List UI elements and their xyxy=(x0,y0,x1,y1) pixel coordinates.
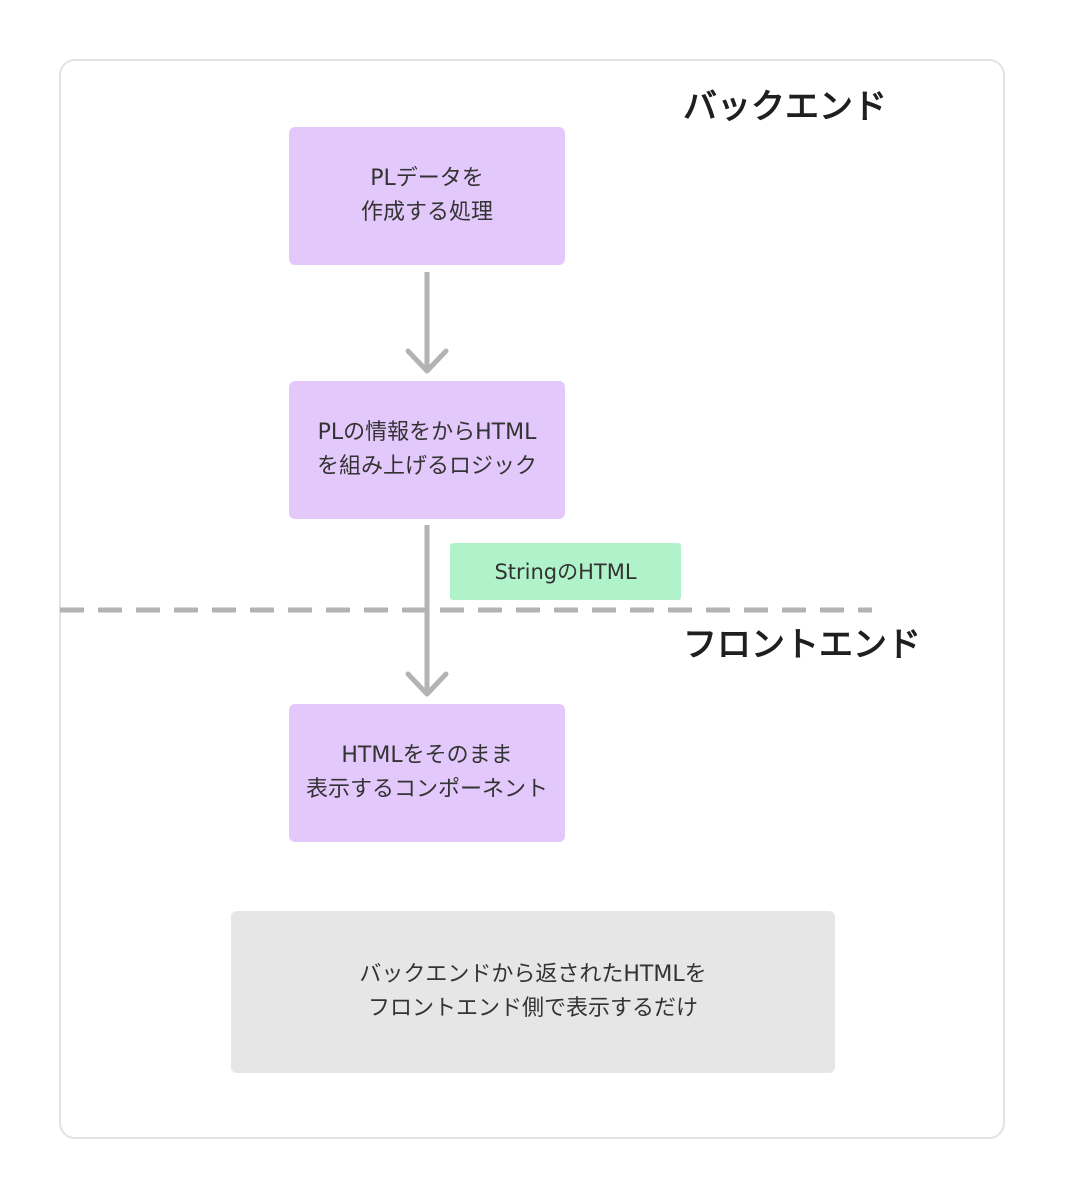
create-pl-data-label: PLデータを 作成する処理 xyxy=(360,166,493,225)
render-component-label: HTMLをそのまま 表示するコンポーネント xyxy=(305,743,548,802)
build-html-logic-box: PLの情報をからHTML を組み上げるロジック xyxy=(289,381,565,519)
arrow-create-to-build xyxy=(405,272,449,374)
build-html-logic-label: PLの情報をからHTML を組み上げるロジック xyxy=(316,420,537,479)
backend-section-label: バックエンド xyxy=(683,87,887,127)
summary-note-text: バックエンドから返されたHTMLを フロントエンド側で表示するだけ xyxy=(359,962,707,1021)
summary-note-box: バックエンドから返されたHTMLを フロントエンド側で表示するだけ xyxy=(231,911,835,1073)
create-pl-data-box: PLデータを 作成する処理 xyxy=(289,127,565,265)
arrow-build-to-render xyxy=(405,525,449,697)
string-html-label-box: StringのHTML xyxy=(450,543,681,600)
string-html-label: StringのHTML xyxy=(494,559,637,584)
render-component-box: HTMLをそのまま 表示するコンポーネント xyxy=(289,704,565,842)
frontend-section-label: フロントエンド xyxy=(683,625,921,665)
